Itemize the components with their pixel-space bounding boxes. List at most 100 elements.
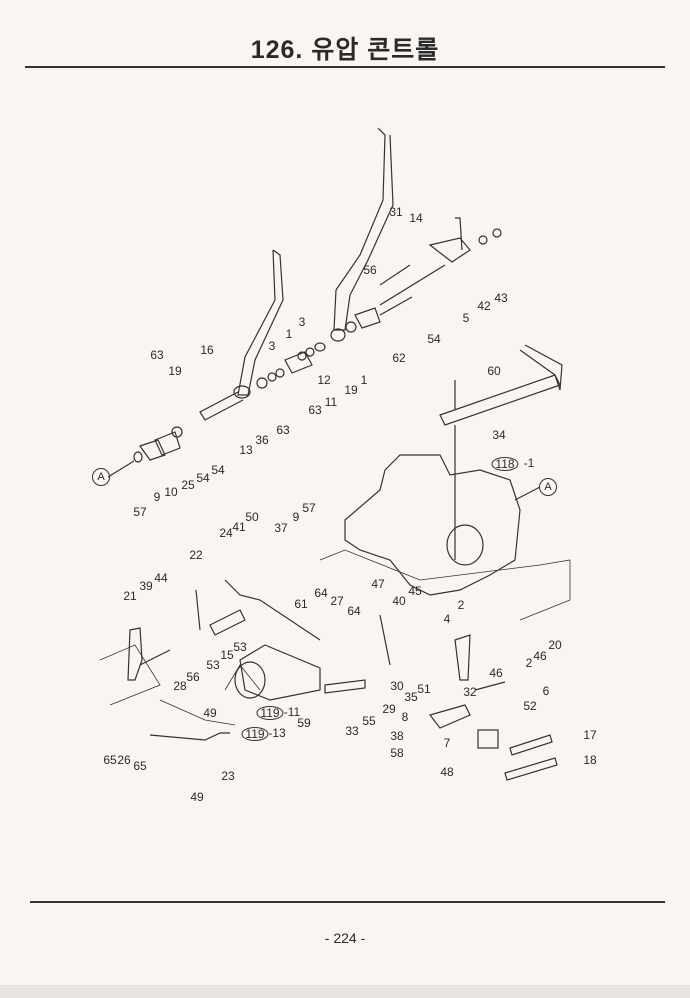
part-number-label: 37 (274, 521, 288, 535)
guide-line (99, 644, 161, 706)
part-number-label: 13 (239, 443, 253, 457)
part-number-label: 64 (314, 586, 328, 600)
cylinder-15 (209, 609, 246, 636)
housing-port (446, 524, 484, 566)
part-number-label: 2 (457, 598, 465, 612)
washer-3a (267, 372, 277, 382)
shaft-16 (199, 391, 244, 421)
washer-42 (478, 235, 488, 245)
part-number-label: 21 (123, 589, 137, 603)
part-number-label: 6 (542, 684, 550, 698)
part-number-label: 12 (317, 373, 331, 387)
callout-a-left: A (92, 468, 110, 486)
washer-36 (256, 377, 268, 389)
part-number-label: 45 (408, 584, 422, 598)
part-number-label: 11 (324, 395, 338, 409)
part-number-label: 26 (117, 753, 131, 767)
part-number-label: 57 (133, 505, 147, 519)
part-number-label: 61 (294, 597, 308, 611)
part-number-label: 2 (525, 656, 533, 670)
part-number-label: 22 (189, 548, 203, 562)
spring-32 (474, 681, 506, 691)
header-rule (25, 66, 665, 68)
part-number-label: 41 (232, 520, 246, 534)
bolt-31 (379, 264, 411, 286)
part-number-label: -11 (283, 705, 301, 719)
part-number-label: 28 (173, 679, 187, 693)
part-number-label: 49 (203, 706, 217, 720)
part-number-label: 31 (389, 205, 403, 219)
part-number-label: 3 (268, 339, 276, 353)
plate-119-13 (234, 661, 266, 699)
part-number-label: 42 (477, 299, 491, 313)
part-number-label: 62 (392, 351, 406, 365)
bolt-62 (379, 296, 413, 316)
part-number-label: 56 (186, 670, 200, 684)
footer-rule (30, 901, 665, 903)
part-number-label: 1 (285, 327, 293, 341)
part-number-label: 36 (255, 433, 269, 447)
assembly-ref-label: 119 (241, 727, 269, 741)
part-number-label: 49 (190, 790, 204, 804)
rod-14 (379, 264, 446, 306)
part-number-label: 14 (409, 211, 423, 225)
part-number-label: 43 (494, 291, 508, 305)
part-number-label: 63 (150, 348, 164, 362)
lever-13 (237, 249, 284, 396)
guide-line (159, 699, 236, 726)
part-number-label: 23 (221, 769, 235, 783)
boss-11 (330, 328, 346, 342)
arm-119-11 (239, 644, 321, 701)
plate-1b (354, 307, 381, 329)
part-number-label: 29 (382, 702, 396, 716)
hydraulic-housing (344, 454, 521, 596)
part-number-label: 9 (292, 510, 300, 524)
part-number-label: 56 (363, 263, 377, 277)
part-number-label: 18 (583, 753, 597, 767)
part-number-label: 63 (308, 403, 322, 417)
bracket-34 (439, 344, 563, 426)
guide-line (319, 549, 571, 621)
bracket-18 (504, 757, 558, 781)
washer-19b (171, 426, 183, 438)
part-number-label: 34 (492, 428, 506, 442)
bushing-12 (314, 342, 326, 352)
nut-43 (492, 228, 502, 238)
assembly-ref-label: 118 (491, 457, 519, 471)
part-number-label: 46 (533, 649, 547, 663)
rod-23 (149, 732, 230, 741)
part-number-label: 19 (344, 383, 358, 397)
part-number-label: 1 (360, 373, 368, 387)
arm-4 (454, 634, 471, 681)
washer-3c (297, 351, 307, 361)
lever-8 (428, 704, 471, 729)
assembly-ref-label: 119 (256, 706, 284, 720)
link-47 (379, 614, 391, 666)
lever-11 (333, 127, 394, 331)
part-number-label: -13 (268, 726, 286, 740)
part-number-label: 59 (297, 716, 311, 730)
part-number-label: 54 (211, 463, 225, 477)
part-number-label: 24 (219, 526, 233, 540)
part-number-label: 52 (523, 699, 537, 713)
rod-24 (224, 579, 321, 641)
part-number-label: 51 (417, 682, 431, 696)
plate-10 (154, 431, 181, 456)
page-title: 126. 유압 콘트롤 (250, 36, 440, 64)
part-number-label: 54 (427, 332, 441, 346)
part-number-label: 10 (164, 485, 178, 499)
part-number-label: 46 (489, 666, 503, 680)
boss-13 (233, 385, 251, 399)
lever-5 (428, 217, 471, 263)
guide-line (224, 664, 261, 691)
washer-3b (275, 368, 285, 378)
part-number-label: 38 (390, 729, 404, 743)
washer-19 (345, 321, 357, 333)
block-7 (477, 729, 499, 749)
page-number: - 224 - (324, 930, 366, 946)
part-number-label: 27 (330, 594, 344, 608)
part-number-label: 33 (345, 724, 359, 738)
part-number-label: 58 (390, 746, 404, 760)
part-number-label: 15 (220, 648, 234, 662)
